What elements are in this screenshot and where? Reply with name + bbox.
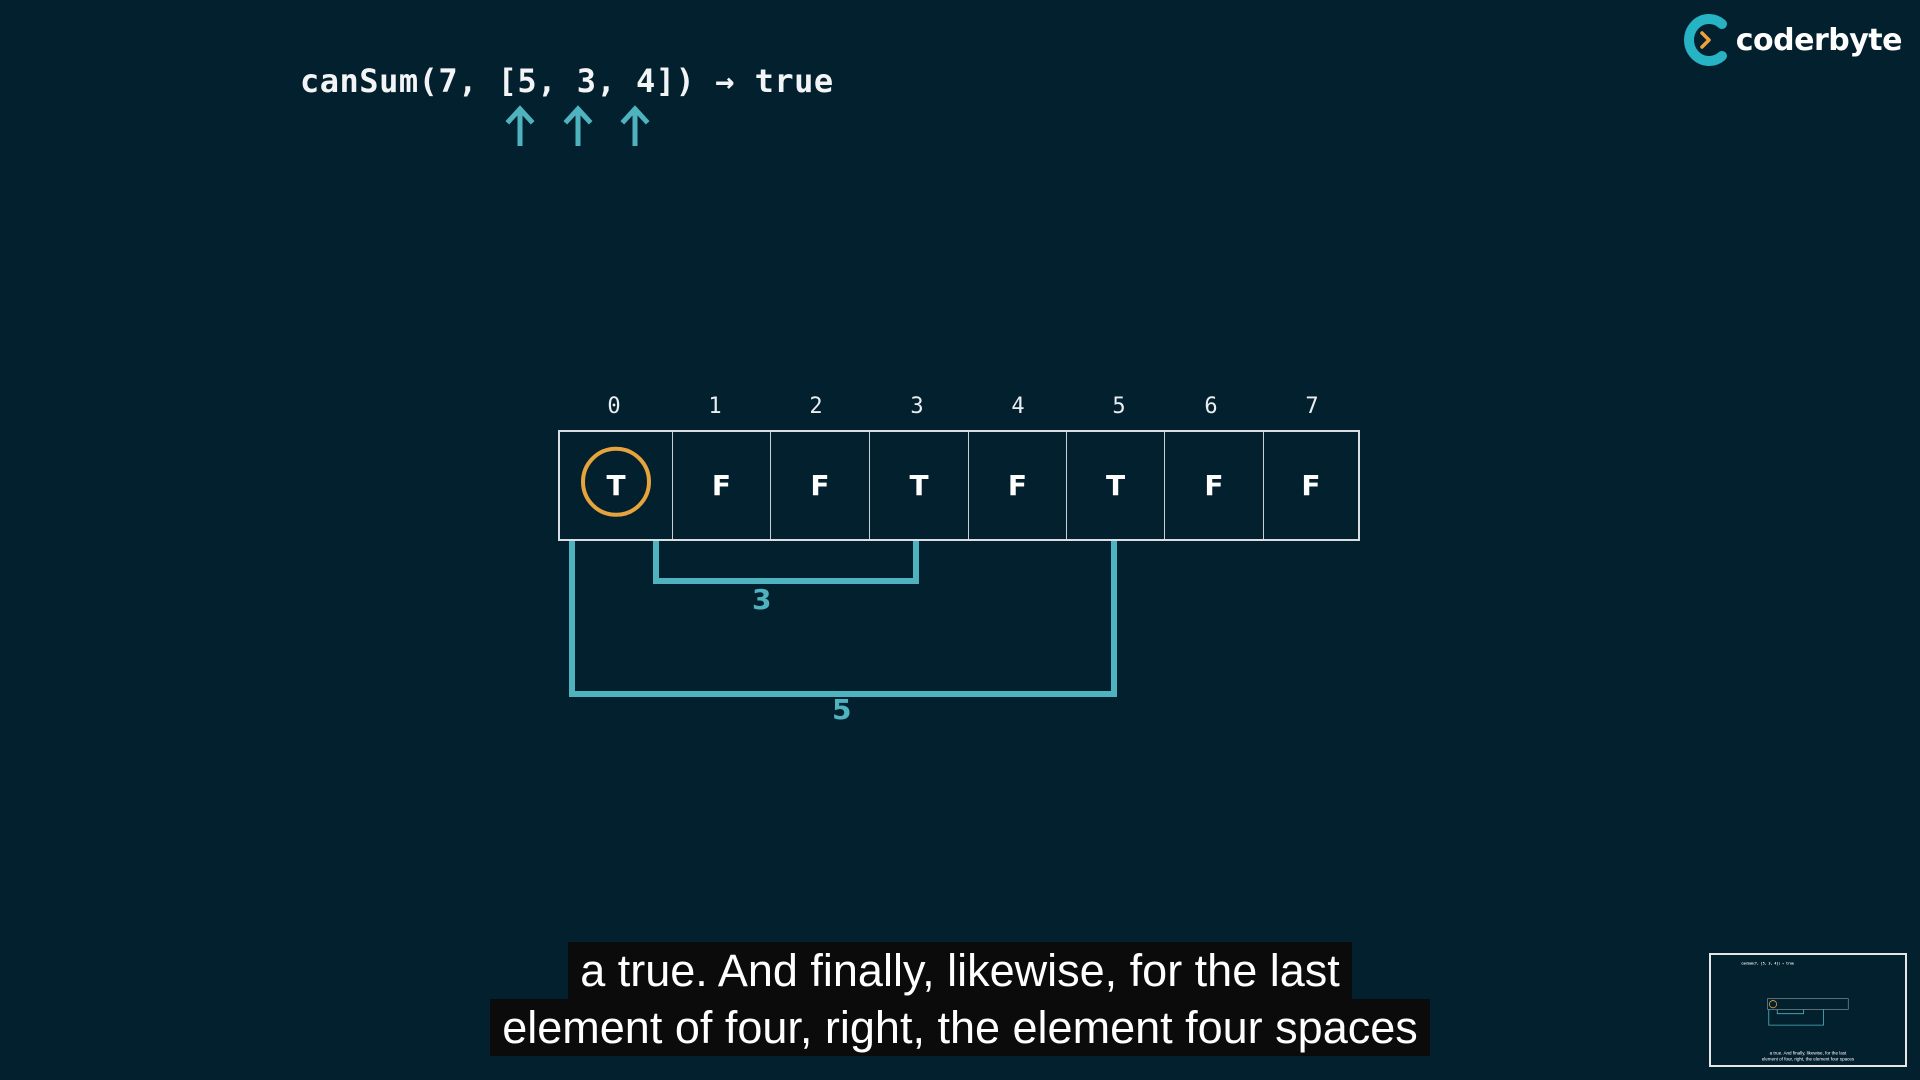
thumbnail-content: canSum(7, [5, 3, 4]) → true a true. And … xyxy=(1711,955,1905,1064)
index-label: 5 xyxy=(1112,394,1126,419)
formula-arrow: → xyxy=(715,62,735,100)
cell-value: F xyxy=(711,469,732,502)
caption-line-2: element of four, right, the element four… xyxy=(490,999,1430,1056)
table-cell-5: T xyxy=(1067,432,1165,539)
thumbnail-formula: canSum(7, [5, 3, 4]) → true xyxy=(1741,961,1794,966)
cansum-table: T F F T F T F F xyxy=(558,430,1360,541)
current-index-highlight xyxy=(581,446,651,517)
formula-separator: , xyxy=(537,62,577,100)
cell-value: T xyxy=(909,469,929,502)
cell-value: F xyxy=(810,469,830,502)
video-preview-thumbnail[interactable]: canSum(7, [5, 3, 4]) → true a true. And … xyxy=(1709,953,1907,1067)
thumbnail-table xyxy=(1767,998,1849,1010)
index-label: 3 xyxy=(910,394,924,419)
formula-separator: , xyxy=(596,62,637,100)
index-label: 0 xyxy=(607,394,621,419)
up-arrow-icon xyxy=(505,105,535,146)
formula-number-4: 4 xyxy=(636,62,656,100)
coderbyte-logo-icon xyxy=(1683,14,1727,66)
jump-bracket-5 xyxy=(569,541,1117,697)
index-label: 6 xyxy=(1204,394,1218,419)
thumbnail-brackets xyxy=(1768,1000,1824,1026)
index-label: 4 xyxy=(1011,394,1025,419)
formula-result: true xyxy=(734,62,834,100)
cell-value: T xyxy=(1105,469,1126,502)
table-cell-2: F xyxy=(771,432,870,539)
caption-line-1: a true. And finally, likewise, for the l… xyxy=(568,942,1352,999)
coderbyte-logo-text: coderbyte xyxy=(1735,22,1903,58)
coderbyte-logo: coderbyte xyxy=(1682,14,1903,66)
up-arrow-icon xyxy=(563,105,593,146)
jump-label-5: 5 xyxy=(832,693,852,726)
formula-prefix: canSum(7, [ xyxy=(300,62,518,100)
up-arrow-icon xyxy=(620,105,650,146)
jump-bracket-3 xyxy=(653,541,919,584)
cell-value: F xyxy=(1204,469,1224,502)
formula-number-5: 5 xyxy=(517,62,538,100)
table-cell-7: F xyxy=(1264,432,1358,539)
table-cell-6: F xyxy=(1165,432,1264,539)
cansum-formula: canSum(7, [5, 3, 4]) → true xyxy=(300,62,834,100)
table-cell-1: F xyxy=(673,432,771,539)
table-cell-4: F xyxy=(969,432,1067,539)
table-cell-3: T xyxy=(870,432,969,539)
formula-number-3: 3 xyxy=(576,62,597,100)
formula-suffix: ]) xyxy=(655,62,716,100)
jump-label-3: 3 xyxy=(752,583,772,616)
subtitle-caption: a true. And finally, likewise, for the l… xyxy=(0,942,1920,1056)
table-cell-0: T xyxy=(560,432,673,539)
index-label: 7 xyxy=(1305,394,1319,419)
thumbnail-caption: a true. And finally, likewise, for the l… xyxy=(1761,1050,1855,1062)
index-label: 2 xyxy=(809,394,823,419)
index-label: 1 xyxy=(708,394,722,419)
cell-value: F xyxy=(1301,469,1321,502)
cell-value: F xyxy=(1007,469,1028,502)
